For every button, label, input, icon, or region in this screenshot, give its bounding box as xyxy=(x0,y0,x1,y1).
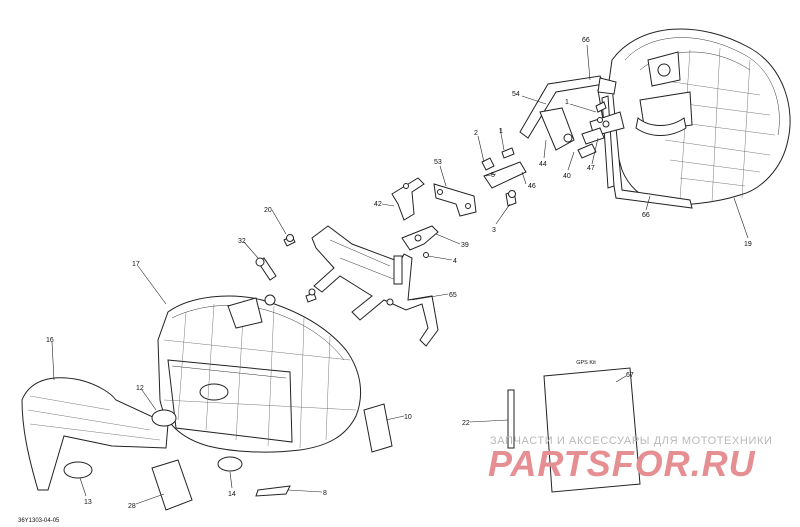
callout-67: 67 xyxy=(626,372,634,379)
reflector-13 xyxy=(63,461,93,479)
leader-lines xyxy=(51,44,749,505)
hardware-right-group xyxy=(481,101,607,207)
callout-4: 4 xyxy=(453,258,457,265)
drawing-reference-code: 36Y1303-04-05 xyxy=(18,518,60,524)
callout-66: 66 xyxy=(582,37,590,44)
callout-19: 19 xyxy=(744,241,752,248)
watermark: ЗАПЧАСТИ И АКСЕССУАРЫ ДЛЯ МОТОТЕХНИКИ PA… xyxy=(488,435,772,484)
callout-42: 42 xyxy=(374,201,382,208)
callout-labels: 66 54 1 2 1 5 44 40 47 46 66 19 53 42 3 … xyxy=(46,37,752,510)
key-32 xyxy=(255,257,277,281)
watermark-logo: PARTSFOR.RU xyxy=(488,443,756,484)
callout-14: 14 xyxy=(228,491,236,498)
callout-40: 40 xyxy=(563,173,571,180)
callout-16: 16 xyxy=(46,337,54,344)
right-saddlebag xyxy=(604,28,791,206)
callout-44: 44 xyxy=(539,161,547,168)
reflector-14 xyxy=(217,456,243,472)
gps-kit-label: GPS Kit xyxy=(576,360,596,366)
callout-28: 28 xyxy=(128,503,136,510)
strip-10 xyxy=(363,403,393,453)
gps-kit-box: GPS Kit xyxy=(543,360,641,493)
left-side-cover xyxy=(21,377,169,491)
callout-20: 20 xyxy=(264,207,272,214)
callout-10: 10 xyxy=(404,414,412,421)
mount-39 xyxy=(401,225,439,258)
callout-66-lower: 66 xyxy=(642,212,650,219)
callout-54: 54 xyxy=(512,91,520,98)
left-saddlebag xyxy=(157,294,362,453)
callout-65: 65 xyxy=(449,292,457,299)
watermark-tagline: ЗАПЧАСТИ И АКСЕССУАРЫ ДЛЯ МОТОТЕХНИКИ xyxy=(490,435,772,447)
pad-28 xyxy=(151,459,193,511)
bolt-20 xyxy=(283,234,296,247)
callout-47: 47 xyxy=(587,165,595,172)
callout-2: 2 xyxy=(474,130,478,137)
callout-1-lower: 1 xyxy=(499,128,503,135)
left-rack-frame xyxy=(305,225,439,347)
reflector-12 xyxy=(151,409,177,427)
callout-17: 17 xyxy=(132,261,140,268)
callout-1: 1 xyxy=(565,99,569,106)
callout-5: 5 xyxy=(491,172,495,179)
callout-53: 53 xyxy=(434,159,442,166)
callout-12: 12 xyxy=(136,385,144,392)
callout-3: 3 xyxy=(492,227,496,234)
label-8 xyxy=(255,485,291,497)
callout-8: 8 xyxy=(323,490,327,497)
callout-22: 22 xyxy=(462,420,470,427)
bracket-53 xyxy=(433,183,477,217)
antenna-22 xyxy=(507,389,515,449)
callout-46: 46 xyxy=(528,183,536,190)
callout-32: 32 xyxy=(238,238,246,245)
callout-13: 13 xyxy=(84,499,92,506)
callout-39: 39 xyxy=(461,242,469,249)
bracket-42 xyxy=(391,177,425,221)
